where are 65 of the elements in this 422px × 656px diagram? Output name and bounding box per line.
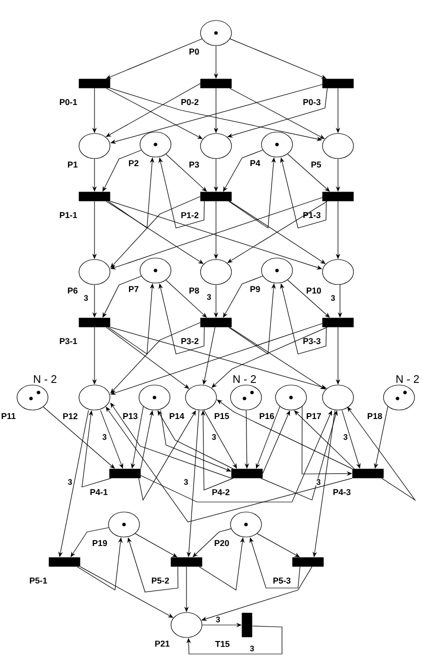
transition-label: P3-3 <box>303 338 320 344</box>
marking-label: N - 2 <box>234 375 256 383</box>
place-label: P2 <box>128 160 138 166</box>
transition-label: T15 <box>215 641 230 647</box>
place-label: P0 <box>189 48 199 55</box>
arrow <box>186 626 282 654</box>
place-label: P13 <box>123 413 138 420</box>
place-label: P6 <box>68 288 78 294</box>
weight-label: 3 <box>342 434 348 440</box>
arrow <box>287 154 330 192</box>
transition-label: P1-1 <box>60 212 78 218</box>
weight-label: 3 <box>215 616 221 623</box>
marking-label: N - 2 <box>34 375 56 383</box>
arrow <box>166 280 207 318</box>
place-label: P8 <box>189 288 200 294</box>
weight-label: 3 <box>249 645 255 652</box>
place-label: P11 <box>2 413 16 420</box>
transition-label: P5-1 <box>30 578 48 584</box>
weight-label: 3 <box>330 294 336 302</box>
transition-label: P4-2 <box>212 489 230 496</box>
weight-label: 3 <box>183 478 189 486</box>
arrow <box>106 406 353 522</box>
transition-label: P4-3 <box>333 489 350 496</box>
place-label: P5 <box>311 162 322 168</box>
arrow <box>347 406 416 502</box>
place-label: P15 <box>214 413 230 420</box>
transition-label: P5-2 <box>152 578 169 584</box>
transition-label: P4-1 <box>90 489 108 496</box>
transition-label: P3-2 <box>181 338 198 344</box>
arrow <box>192 528 232 558</box>
place-label: P7 <box>128 286 138 292</box>
weight-label: 3 <box>206 294 212 300</box>
transition-label: P1-3 <box>303 212 320 218</box>
place-label: P1 <box>68 162 78 168</box>
weight-label: 3 <box>83 294 89 302</box>
place-label: P10 <box>306 288 321 294</box>
arrow <box>43 406 115 469</box>
place-label: P17 <box>306 413 321 420</box>
transition-label: P0-2 <box>181 99 198 106</box>
place-label: P21 <box>155 640 170 647</box>
arrow <box>256 533 300 558</box>
place-label: P12 <box>63 413 78 420</box>
place-label: P9 <box>250 286 260 292</box>
place-label: P4 <box>250 160 260 166</box>
arrow <box>287 280 330 318</box>
weight-label: 3 <box>102 434 108 440</box>
arrow <box>110 402 232 478</box>
place-label: P14 <box>170 413 184 420</box>
place-label: P19 <box>92 540 107 546</box>
transition-label: P5-3 <box>273 578 290 584</box>
arrow <box>166 154 207 192</box>
marking-label: N - 2 <box>396 375 419 383</box>
transition-label: P1-2 <box>181 212 198 218</box>
arrow <box>134 533 178 558</box>
transition-label: P3-1 <box>60 338 78 344</box>
weight-label: 3 <box>316 478 322 486</box>
weight-label: 3 <box>211 434 217 440</box>
place-label: P20 <box>214 540 229 546</box>
place-label: P16 <box>260 413 274 420</box>
place-label: P18 <box>368 413 382 420</box>
transition-label: P0-1 <box>60 99 78 106</box>
transition-label: P0-3 <box>303 99 320 106</box>
place-label: P3 <box>189 162 199 168</box>
arrow <box>80 566 174 618</box>
weight-label: 3 <box>67 478 73 486</box>
